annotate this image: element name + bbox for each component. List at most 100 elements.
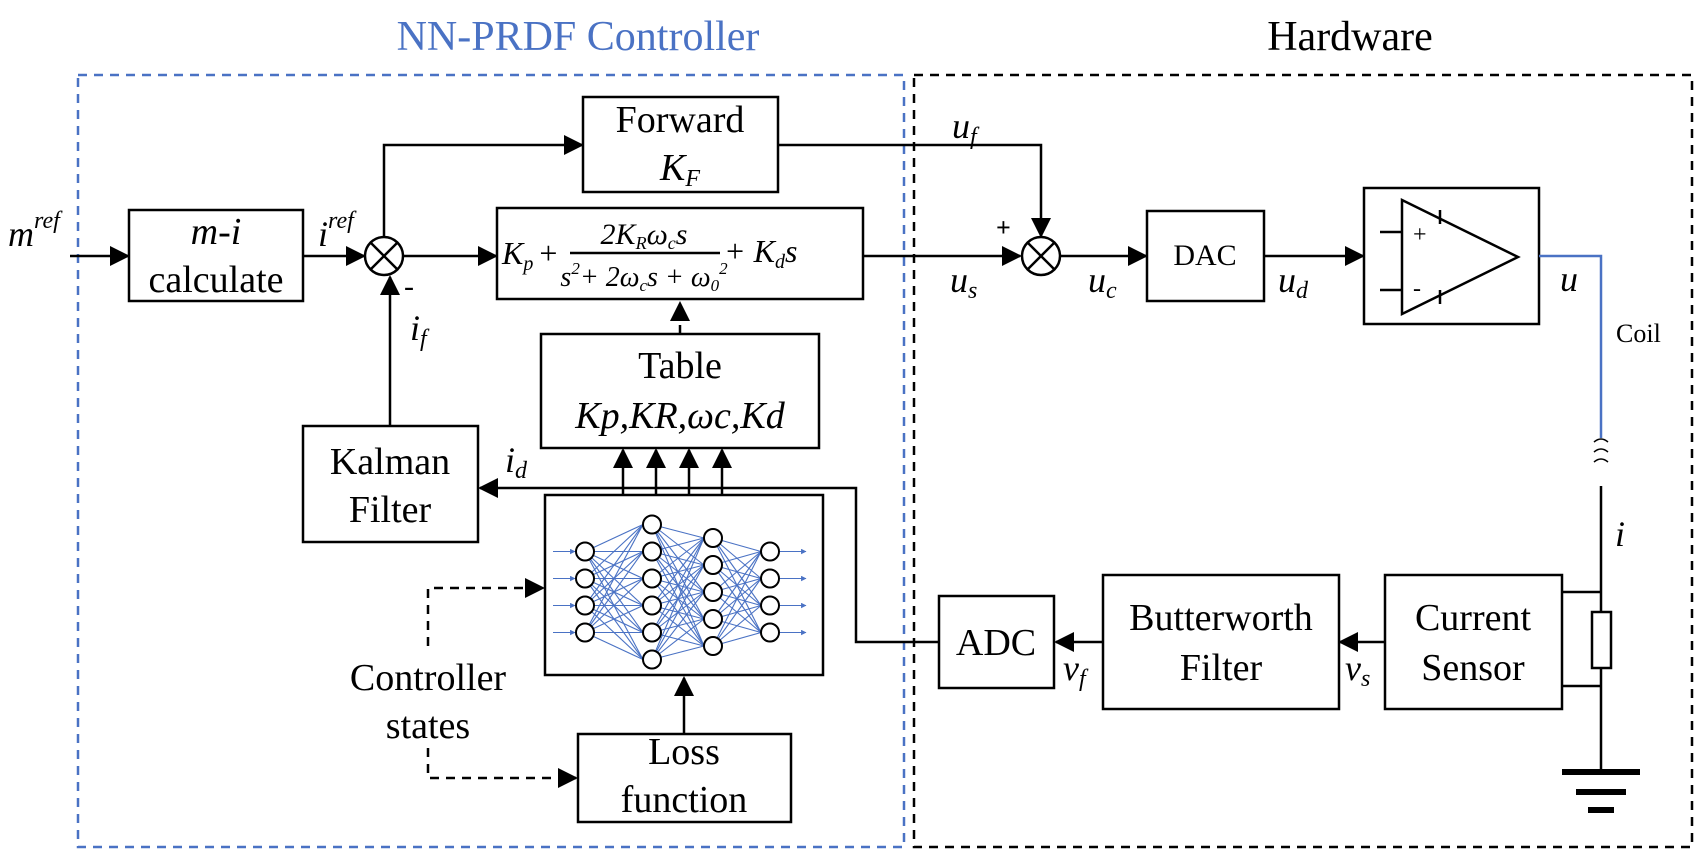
mi-calc-line2: calculate <box>148 259 283 301</box>
uf-wire <box>778 143 1051 238</box>
states-to-nn-arrow <box>426 578 545 646</box>
nn-connection <box>712 551 762 647</box>
nn-node <box>703 528 723 548</box>
butterworth-line2: Filter <box>1180 647 1263 689</box>
summing-junction-2 <box>1020 235 1062 277</box>
nn-node <box>642 541 662 562</box>
hardware-title: Hardware <box>1267 14 1433 60</box>
coil-wire <box>1539 254 1603 438</box>
svg-text:+: + <box>1413 222 1427 248</box>
nn-node <box>642 622 662 643</box>
nn-connection <box>584 524 644 552</box>
op-amp-symbol: + - <box>1380 197 1521 317</box>
states-to-loss-arrow <box>426 748 578 788</box>
nn-node <box>760 622 780 643</box>
shunt-resistor <box>1562 590 1613 688</box>
nn-connection <box>651 537 705 633</box>
loss-line1: Loss <box>648 731 720 773</box>
ud-label: ud <box>1278 260 1309 304</box>
sensor-line2: Sensor <box>1421 647 1525 689</box>
nn-connection <box>584 551 644 633</box>
nn-connection <box>651 537 705 660</box>
nn-node <box>760 595 780 616</box>
us-label: us <box>950 260 977 304</box>
coil-label: Coil <box>1616 319 1661 348</box>
svg-text:2KRωcs: 2KRωcs <box>601 218 688 253</box>
kalman-line1: Kalman <box>330 441 450 483</box>
neural-network-graph <box>553 514 807 670</box>
nn-connection <box>712 551 762 620</box>
nn-connection <box>584 524 644 633</box>
u-label: u <box>1560 259 1578 299</box>
controller-states-line1: Controller <box>350 657 507 699</box>
hardware-frame <box>912 73 1694 849</box>
nn-connection <box>584 524 644 579</box>
nn-node <box>642 514 662 535</box>
kalman-line2: Filter <box>349 489 432 531</box>
nn-connection <box>651 564 705 660</box>
prdf-formula: Kp+ 2KRωcs s2+ 2ωcs + ω02 + Kds <box>501 218 797 295</box>
minus-sign-1: - <box>404 270 414 303</box>
dac-label: DAC <box>1173 239 1236 272</box>
butterworth-filter-block <box>1101 573 1341 711</box>
nn-connection <box>584 524 644 606</box>
i-ref-label: iref <box>318 208 357 254</box>
nn-connection <box>651 618 705 660</box>
sensor-line1: Current <box>1415 597 1532 639</box>
nn-node <box>760 541 780 562</box>
nn-connection <box>584 605 644 633</box>
ground-icon <box>1562 769 1640 813</box>
if-label: if <box>410 308 430 352</box>
controller-frame <box>76 73 906 849</box>
id-label: id <box>505 440 528 484</box>
plus-sign-2: + <box>996 213 1011 242</box>
kalman-filter-block <box>301 424 480 544</box>
nn-node <box>703 609 723 629</box>
table-params: Kp,KR,ωc,Kd <box>574 395 785 437</box>
nn-connection <box>712 605 762 647</box>
nn-node <box>703 555 723 575</box>
nn-node <box>703 636 723 656</box>
loss-line2: function <box>621 779 748 821</box>
svg-text:s2+ 2ωcs + ω02: s2+ 2ωcs + ω02 <box>560 259 728 295</box>
nn-node <box>575 622 595 643</box>
nn-node <box>575 595 595 616</box>
nn-node <box>642 595 662 616</box>
nn-output-arrows <box>613 448 732 495</box>
controller-title: NN-PRDF Controller <box>397 14 760 60</box>
nn-connection <box>651 591 705 660</box>
uf-label: uf <box>952 106 980 150</box>
mi-calc-line1: m-i <box>191 211 242 253</box>
nn-connection <box>712 551 762 593</box>
nn-connection <box>584 632 644 660</box>
m-ref-label: mref <box>8 208 63 254</box>
summing-junction-1 <box>363 235 405 277</box>
nn-connection <box>584 578 644 633</box>
forward-block <box>581 95 780 194</box>
svg-text:-: - <box>1413 276 1421 302</box>
adc-label: ADC <box>956 622 1036 664</box>
uc-label: uc <box>1088 260 1117 304</box>
forward-line2: KF <box>659 147 700 192</box>
nn-node <box>760 568 780 589</box>
to-forward-wire <box>382 135 584 237</box>
loss-function-block <box>576 732 793 824</box>
id-wire <box>478 478 939 644</box>
vf-label: vf <box>1063 648 1089 692</box>
forward-line1: Forward <box>616 99 745 141</box>
i-label: i <box>1615 514 1625 554</box>
nn-node <box>575 541 595 562</box>
dac-block <box>1145 209 1266 303</box>
nn-node <box>575 568 595 589</box>
nn-node <box>703 582 723 602</box>
svg-text:Kp+: Kp+ <box>501 235 557 275</box>
butterworth-line1: Butterworth <box>1129 597 1313 639</box>
nn-connection <box>651 537 705 579</box>
nn-connection <box>712 578 762 647</box>
nn-connection <box>651 537 705 606</box>
coil-icon <box>1593 438 1609 463</box>
table-line1: Table <box>638 345 722 387</box>
svg-text:+ Kds: + Kds <box>724 233 797 273</box>
nn-node <box>642 568 662 589</box>
